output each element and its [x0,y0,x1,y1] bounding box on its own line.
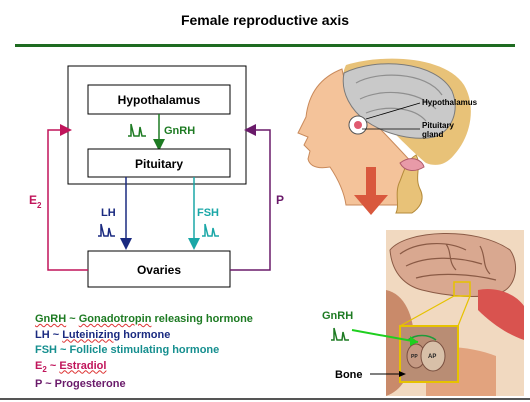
ovaries-label: Ovaries [137,263,181,277]
e2-feedback-arrow [47,124,88,271]
legend-lh-term: Luteinizing [62,328,121,341]
anterior-pituitary [420,340,446,372]
head-gland-label: gland [422,130,443,139]
lh-pulse-icon [98,223,115,237]
legend-e2-sep: ~ [46,359,60,372]
fsh-label: FSH [197,207,219,219]
hypothalamus-label: Hypothalamus [118,93,201,107]
legend-gnrh-desc: releasing hormone [151,313,253,325]
legend-gnrh-term: Gonadotropin [78,313,152,325]
ovaries-box [87,250,231,288]
legend-gnrh-sep: ~ [66,313,79,325]
brain-gnrh-pointer [351,329,419,343]
lh-label: LH [101,207,116,219]
zoom-box [453,281,471,297]
pp-label: PP [411,354,418,360]
hypothalamus-leader [365,102,421,120]
brain-gnrh-pulse-icon [331,327,349,341]
legend-e2-sub: 2 [42,364,47,374]
brain-gnrh-pointer-head [410,336,418,346]
nasal-cavity [478,288,524,340]
gnrh-pulse-icon [128,123,146,137]
legend-e2-main: E [35,359,43,372]
p-label: P [276,193,284,207]
hair-tie [399,158,425,171]
legend-lh-desc: hormone [120,328,171,341]
legend: GnRH ~ Gonadotropin releasing hormone LH… [35,312,253,393]
title-divider [15,44,515,47]
fsh-pulse-icon [202,223,219,237]
brain-gnrh-label: GnRH [322,310,353,322]
head-illustration: Hypothalamus Pituitary gland [297,58,478,215]
cerebrum-folds [399,243,497,281]
zoom-line-left [399,295,455,327]
e2-label: E2 [29,193,42,210]
legend-lh-abbr: LH ~ [35,328,63,341]
bone-label: Bone [335,369,363,381]
legend-p: P ~ Progesterone [35,378,126,391]
head-hypothalamus-label: Hypothalamus [422,98,478,107]
bottom-divider [0,398,530,400]
legend-gnrh: GnRH ~ Gonadotropin releasing hormone [35,312,253,328]
brain-annotations: GnRH Bone [322,310,419,381]
bone-pointer-head [399,371,406,377]
legend-e2: E2 ~ Estradiol [35,359,253,378]
p-feedback-arrow [230,124,271,271]
pituitary-label: Pituitary [135,157,183,171]
pituitary-spot [354,121,362,129]
hypothalamus-box [87,84,231,115]
ap-label: AP [428,354,436,360]
down-arrow-icon [354,167,388,215]
gnrh-label: GnRH [164,125,195,137]
page-title: Female reproductive axis [180,12,350,28]
legend-lh: LH ~ Luteinizing hormone [35,328,253,344]
pituitary-box [87,148,231,178]
legend-e2-term: Estradiol [59,359,107,372]
brain-illustration: PP AP [386,230,524,396]
legend-fsh: FSH ~ Follicle stimulating hormone [35,344,220,356]
head-pituitary-label: Pituitary [422,121,455,130]
zoom-line-right [457,295,471,327]
legend-gnrh-abbr: GnRH [35,313,67,325]
